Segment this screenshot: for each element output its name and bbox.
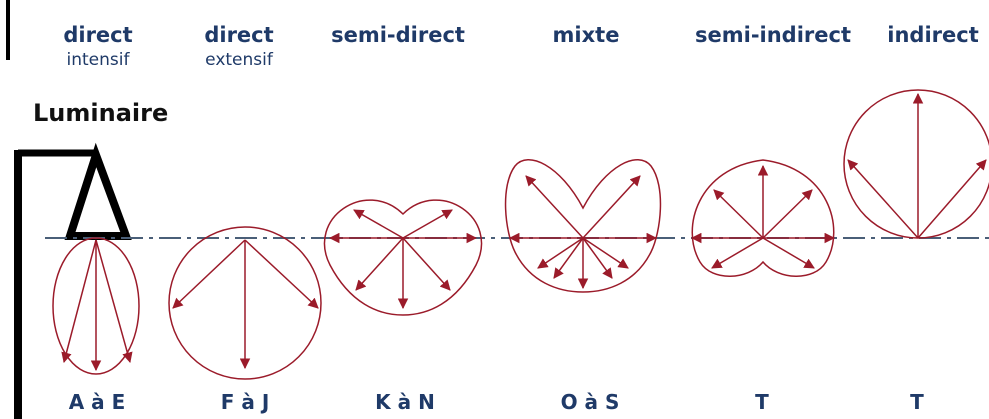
category-direct-extensif: direct: [204, 23, 274, 47]
arrow: [713, 189, 764, 239]
arrow: [353, 209, 404, 239]
curve-outline: [323, 199, 483, 316]
curve-outline: [691, 159, 835, 277]
curve-direct-extensif: [168, 226, 322, 380]
arrow: [402, 237, 451, 291]
arrow: [582, 175, 641, 239]
curve-semi-direct: [323, 199, 483, 316]
category-semi-direct: semi-direct: [331, 23, 465, 47]
class-label-o-s: O à S: [560, 390, 620, 414]
curve-semi-indirect: [690, 159, 836, 277]
curve-indirect: [843, 89, 989, 239]
category-mixte: mixte: [552, 23, 620, 47]
arrow: [582, 237, 629, 269]
curve-outline: [168, 226, 322, 380]
arrow: [61, 239, 97, 364]
category-semi-indirect: semi-indirect: [694, 23, 852, 47]
arrow: [402, 209, 453, 239]
category-direct-intensif: direct: [63, 23, 133, 47]
curve-outline: [843, 89, 989, 239]
arrow: [244, 239, 319, 309]
arrow: [711, 237, 764, 269]
arrow: [525, 175, 584, 239]
arrow: [172, 239, 246, 309]
arrow: [762, 189, 813, 239]
arrow: [95, 239, 133, 364]
class-label-a-e: A à E: [68, 390, 126, 414]
arrow: [762, 237, 815, 269]
curve-mixte: [504, 159, 662, 293]
subcategory-intensif: intensif: [66, 50, 130, 70]
arrow: [917, 159, 987, 239]
category-indirect: indirect: [887, 23, 979, 47]
luminaire-symbol: [6, 0, 132, 419]
class-label-k-n: K à N: [375, 390, 435, 414]
curve-direct-intensif: [52, 237, 140, 375]
lamp-triangle-icon: [64, 142, 132, 240]
arrow: [847, 159, 919, 239]
class-label-f-j: F à J: [220, 390, 270, 414]
class-label-semi-indirect-t: T: [755, 390, 769, 414]
curve-outline: [52, 237, 140, 375]
arrow: [537, 237, 584, 269]
arrow: [355, 237, 404, 291]
luminaire-title: Luminaire: [33, 99, 169, 127]
arrow: [553, 237, 584, 279]
curve-outline: [504, 159, 662, 293]
subcategory-extensif: extensif: [205, 50, 273, 70]
class-label-indirect-t: T: [910, 390, 924, 414]
arrow: [582, 237, 613, 279]
